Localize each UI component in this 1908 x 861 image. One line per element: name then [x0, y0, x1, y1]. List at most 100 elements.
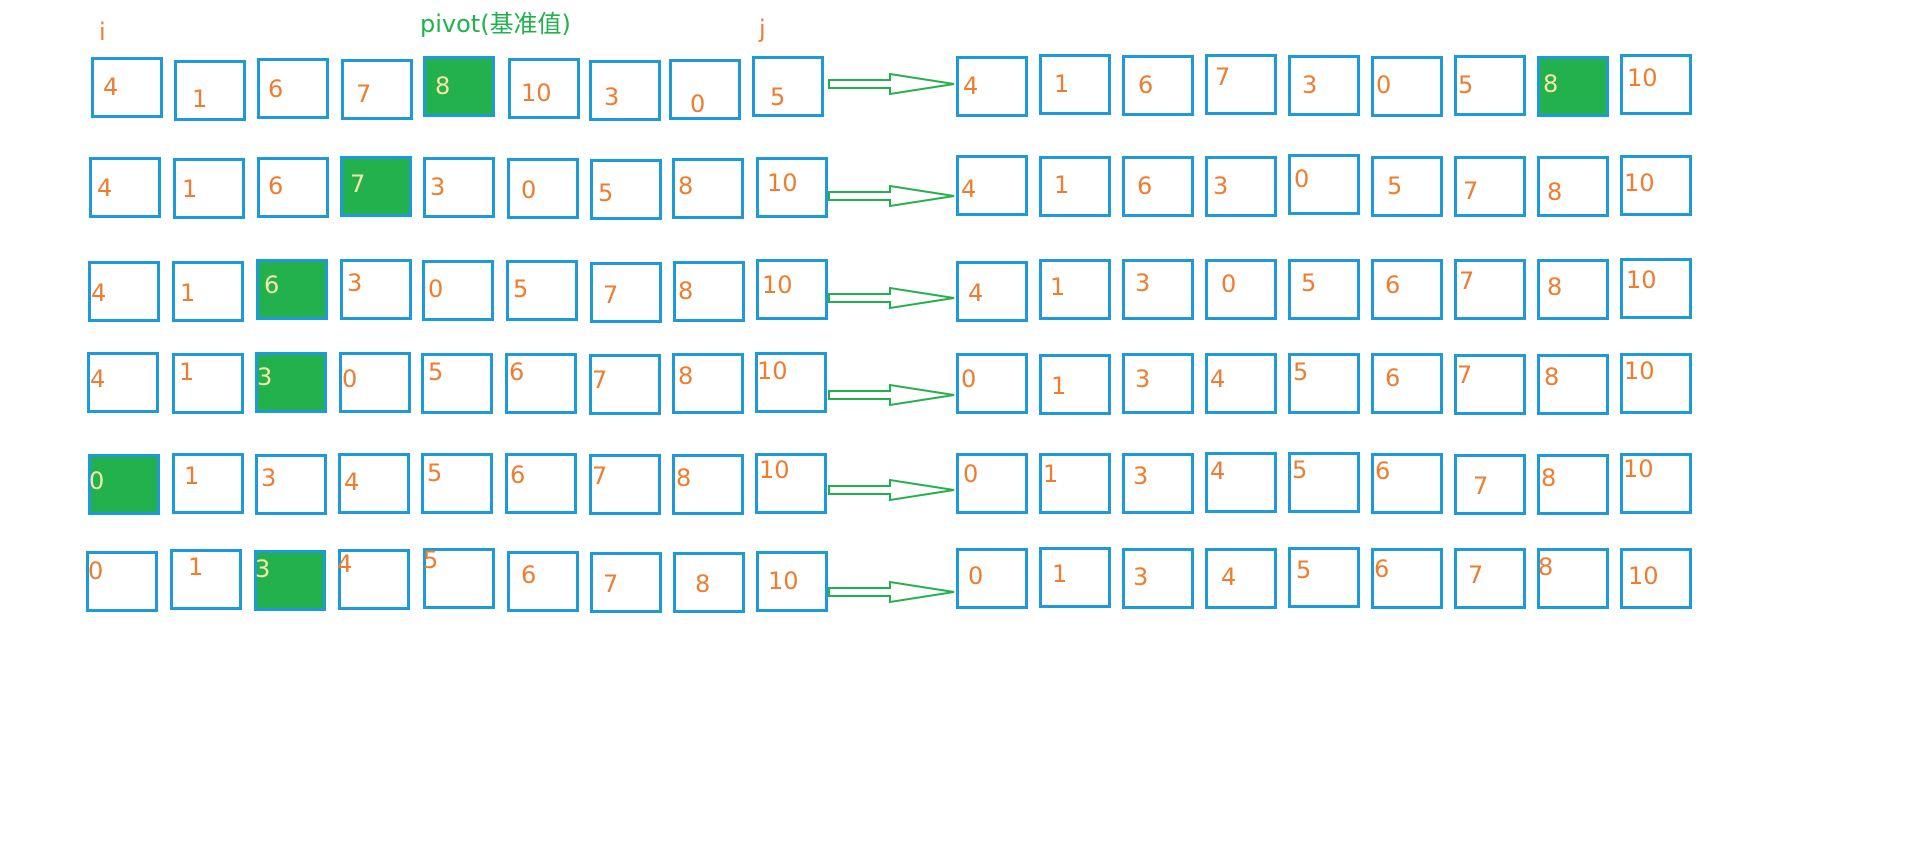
cell-value: 0 — [1221, 270, 1237, 298]
before-cell: 7 — [589, 354, 661, 415]
after-cell: 0 — [956, 548, 1028, 609]
cell-value: 3 — [604, 83, 620, 111]
before-cell: 6 — [505, 353, 577, 414]
before-cell: 1 — [173, 158, 245, 219]
after-cell: 7 — [1205, 54, 1277, 115]
after-cell: 4 — [956, 155, 1028, 216]
after-cell: 6 — [1371, 259, 1443, 320]
before-cell: 10 — [756, 551, 828, 612]
before-cell: 3 — [255, 352, 327, 413]
cell-value: 10 — [521, 79, 552, 107]
after-cell: 3 — [1288, 55, 1360, 116]
cell-value: 0 — [963, 460, 979, 488]
cell-value: 3 — [347, 269, 363, 297]
before-cell: 6 — [505, 453, 577, 514]
cell-value: 7 — [1473, 472, 1489, 500]
cell-value: 7 — [603, 281, 619, 309]
cell-value: 10 — [759, 456, 790, 484]
cell-value: 6 — [268, 75, 284, 103]
cell-value: 8 — [1543, 70, 1559, 98]
after-cell: 10 — [1620, 548, 1692, 609]
before-cell: 10 — [755, 453, 827, 514]
after-cell: 3 — [1205, 156, 1277, 217]
index-i-label: i — [99, 18, 106, 46]
after-cell: 10 — [1620, 258, 1692, 319]
cell-value: 6 — [264, 271, 280, 299]
cell-value: 0 — [1376, 71, 1392, 99]
after-cell: 8 — [1537, 548, 1609, 609]
cell-value: 0 — [690, 90, 706, 118]
cell-value: 0 — [428, 275, 444, 303]
cell-value: 0 — [961, 365, 977, 393]
cell-value: 1 — [1043, 460, 1059, 488]
after-cell: 3 — [1122, 259, 1194, 320]
after-cell: 7 — [1454, 354, 1526, 415]
before-cell: 10 — [755, 352, 827, 413]
before-cell: 1 — [170, 549, 242, 610]
before-cell: 1 — [174, 60, 246, 121]
cell-value: 1 — [192, 85, 208, 113]
cell-value: 1 — [1050, 273, 1066, 301]
after-cell: 3 — [1122, 353, 1194, 414]
after-cell: 10 — [1620, 54, 1692, 115]
before-cell: 0 — [86, 551, 158, 612]
before-cell: 5 — [421, 453, 493, 514]
cell-value: 6 — [509, 358, 525, 386]
after-cell: 6 — [1371, 548, 1443, 609]
cell-value: 8 — [678, 172, 694, 200]
cell-value: 6 — [1385, 364, 1401, 392]
after-cell: 8 — [1537, 454, 1609, 515]
after-cell: 0 — [1288, 154, 1360, 215]
cell-value: 4 — [103, 73, 119, 101]
cell-value: 10 — [1624, 169, 1655, 197]
cell-value: 8 — [695, 570, 711, 598]
after-cell: 7 — [1454, 548, 1526, 609]
cell-value: 4 — [1210, 457, 1226, 485]
cell-value: 7 — [1463, 177, 1479, 205]
cell-value: 8 — [678, 362, 694, 390]
cell-value: 8 — [1547, 273, 1563, 301]
before-cell: 8 — [673, 552, 745, 613]
after-cell: 1 — [1039, 547, 1111, 608]
cell-value: 5 — [423, 546, 439, 574]
cell-value: 5 — [598, 179, 614, 207]
arrow-shape — [828, 478, 955, 502]
after-cell: 5 — [1288, 259, 1360, 320]
cell-value: 7 — [1215, 63, 1231, 91]
before-cell: 5 — [590, 159, 662, 220]
cell-value: 3 — [261, 464, 277, 492]
after-cell: 10 — [1620, 155, 1692, 216]
cell-value: 1 — [1051, 372, 1067, 400]
cell-value: 3 — [1133, 462, 1149, 490]
cell-value: 5 — [1293, 358, 1309, 386]
after-cell: 6 — [1122, 55, 1194, 116]
cell-value: 0 — [89, 467, 105, 495]
cell-value: 10 — [762, 271, 793, 299]
cell-value: 4 — [961, 175, 977, 203]
arrow-shape — [828, 286, 955, 310]
arrow-shape — [828, 72, 955, 96]
before-cell: 0 — [507, 158, 579, 219]
cell-value: 0 — [521, 176, 537, 204]
cell-value: 0 — [342, 365, 358, 393]
before-cell: 10 — [756, 157, 828, 218]
before-cell: 8 — [673, 261, 745, 322]
after-cell: 0 — [956, 353, 1028, 414]
before-cell: 5 — [423, 548, 495, 609]
cell-value: 10 — [767, 169, 798, 197]
cell-value: 6 — [1385, 271, 1401, 299]
cell-value: 0 — [968, 562, 984, 590]
cell-value: 1 — [1054, 171, 1070, 199]
cell-value: 8 — [676, 464, 692, 492]
cell-value: 6 — [521, 561, 537, 589]
cell-value: 1 — [184, 462, 200, 490]
cell-value: 3 — [255, 555, 271, 583]
cell-value: 3 — [430, 173, 446, 201]
cell-value: 8 — [678, 277, 694, 305]
cell-value: 4 — [1221, 563, 1237, 591]
before-cell: 4 — [88, 261, 160, 322]
after-cell: 7 — [1454, 259, 1526, 320]
cell-value: 4 — [968, 279, 984, 307]
after-cell: 5 — [1288, 452, 1360, 513]
